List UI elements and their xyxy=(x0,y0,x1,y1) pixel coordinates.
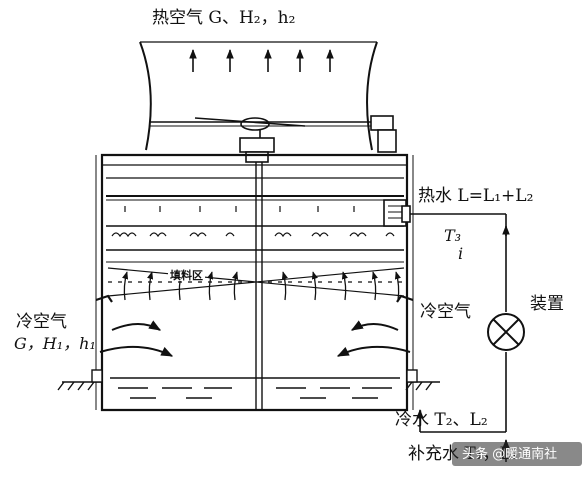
cold-air-left-params: G，H₁，h₁ xyxy=(14,334,96,353)
hot-air-label: 热空气 G、H₂，h₂ xyxy=(152,8,296,28)
spray-nozzles xyxy=(111,206,395,238)
fan-stack xyxy=(139,41,378,151)
fill-zone-lines xyxy=(107,267,405,297)
hot-air-arrows xyxy=(189,49,334,72)
t3-sub-label: i xyxy=(458,244,464,263)
watermark-label: 头条 @暖通南社 xyxy=(462,447,558,462)
fan-assembly xyxy=(150,115,397,163)
t3-label: T₃ xyxy=(444,226,462,245)
cold-water-label: 冷水 T₂、L₂ xyxy=(395,410,488,430)
distribution-layers xyxy=(106,177,404,263)
cold-air-arrows xyxy=(99,320,411,357)
cold-air-right-label: 冷空气 xyxy=(420,302,471,322)
device-label: 装置 xyxy=(530,294,564,314)
hot-water-pipe xyxy=(383,199,506,227)
central-shaft xyxy=(255,162,263,410)
external-loop xyxy=(416,214,510,462)
tower-casing xyxy=(95,153,414,412)
device-symbol xyxy=(487,313,525,351)
hot-water-label: 热水 L=L₁+L₂ xyxy=(418,186,534,206)
fill-zone-label: 填料区 xyxy=(168,269,205,282)
basin-water xyxy=(110,377,400,399)
ground-line xyxy=(57,369,440,391)
watermark-box xyxy=(452,442,582,466)
cold-air-left-label: 冷空气 xyxy=(16,312,67,332)
air-inlet-louvers xyxy=(95,294,414,303)
